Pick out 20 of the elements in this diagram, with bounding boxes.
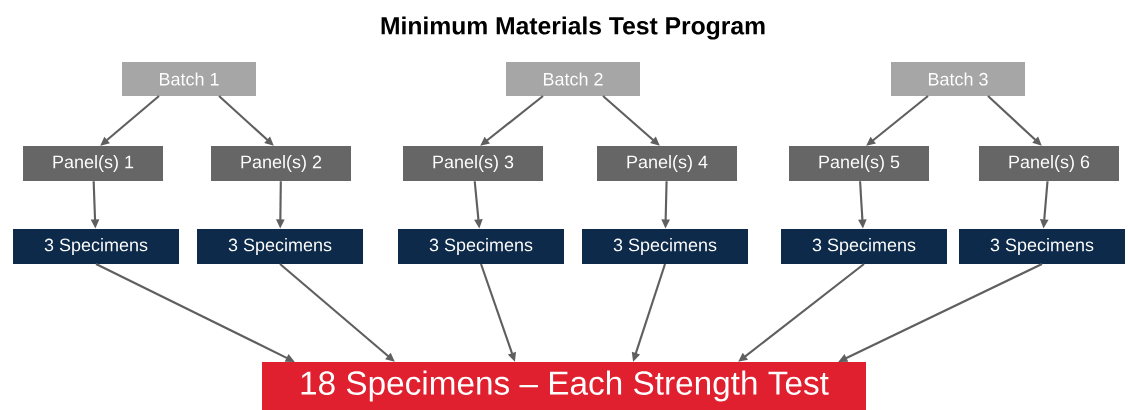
arrow	[218, 95, 274, 146]
panel-box: Panel(s) 5	[789, 146, 929, 181]
batch-box: Batch 3	[891, 62, 1025, 96]
batch-box: Batch 1	[122, 62, 256, 96]
specimen-box: 3 Specimens	[398, 229, 564, 264]
specimen-box: 3 Specimens	[781, 229, 947, 264]
arrow	[602, 95, 660, 146]
panel-box: Panel(s) 3	[403, 146, 543, 181]
specimen-box: 3 Specimens	[197, 229, 363, 264]
specimen-box: 3 Specimens	[582, 229, 748, 264]
specimen-box: 3 Specimens	[13, 229, 179, 264]
specimen-box: 3 Specimens	[959, 229, 1125, 264]
batch-box: Batch 2	[506, 62, 640, 96]
arrow	[987, 95, 1042, 146]
panel-box: Panel(s) 1	[23, 146, 163, 181]
result-box: 18 Specimens – Each Strength Test	[262, 362, 866, 410]
panel-box: Panel(s) 6	[979, 146, 1119, 181]
panel-box: Panel(s) 2	[211, 146, 351, 181]
title: Minimum Materials Test Program	[381, 16, 765, 40]
panel-box: Panel(s) 4	[597, 146, 737, 181]
